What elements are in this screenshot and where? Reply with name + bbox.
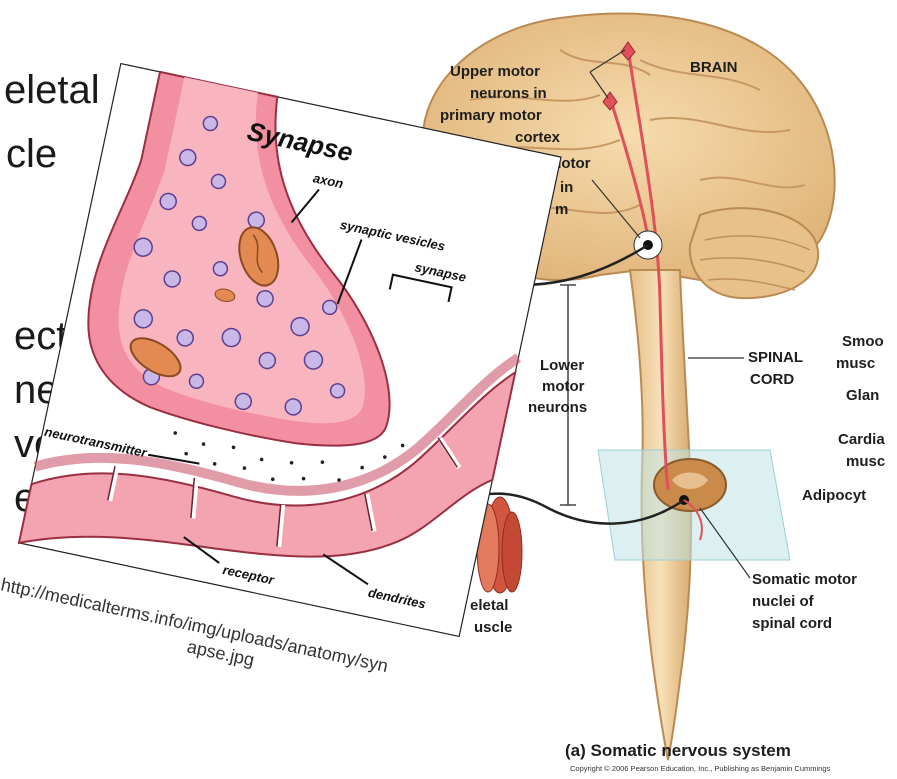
slide: eletal cle ect ne ve en	[0, 0, 897, 779]
synapse-figure: Synapse axon synaptic vesicles synapse n…	[0, 0, 897, 779]
